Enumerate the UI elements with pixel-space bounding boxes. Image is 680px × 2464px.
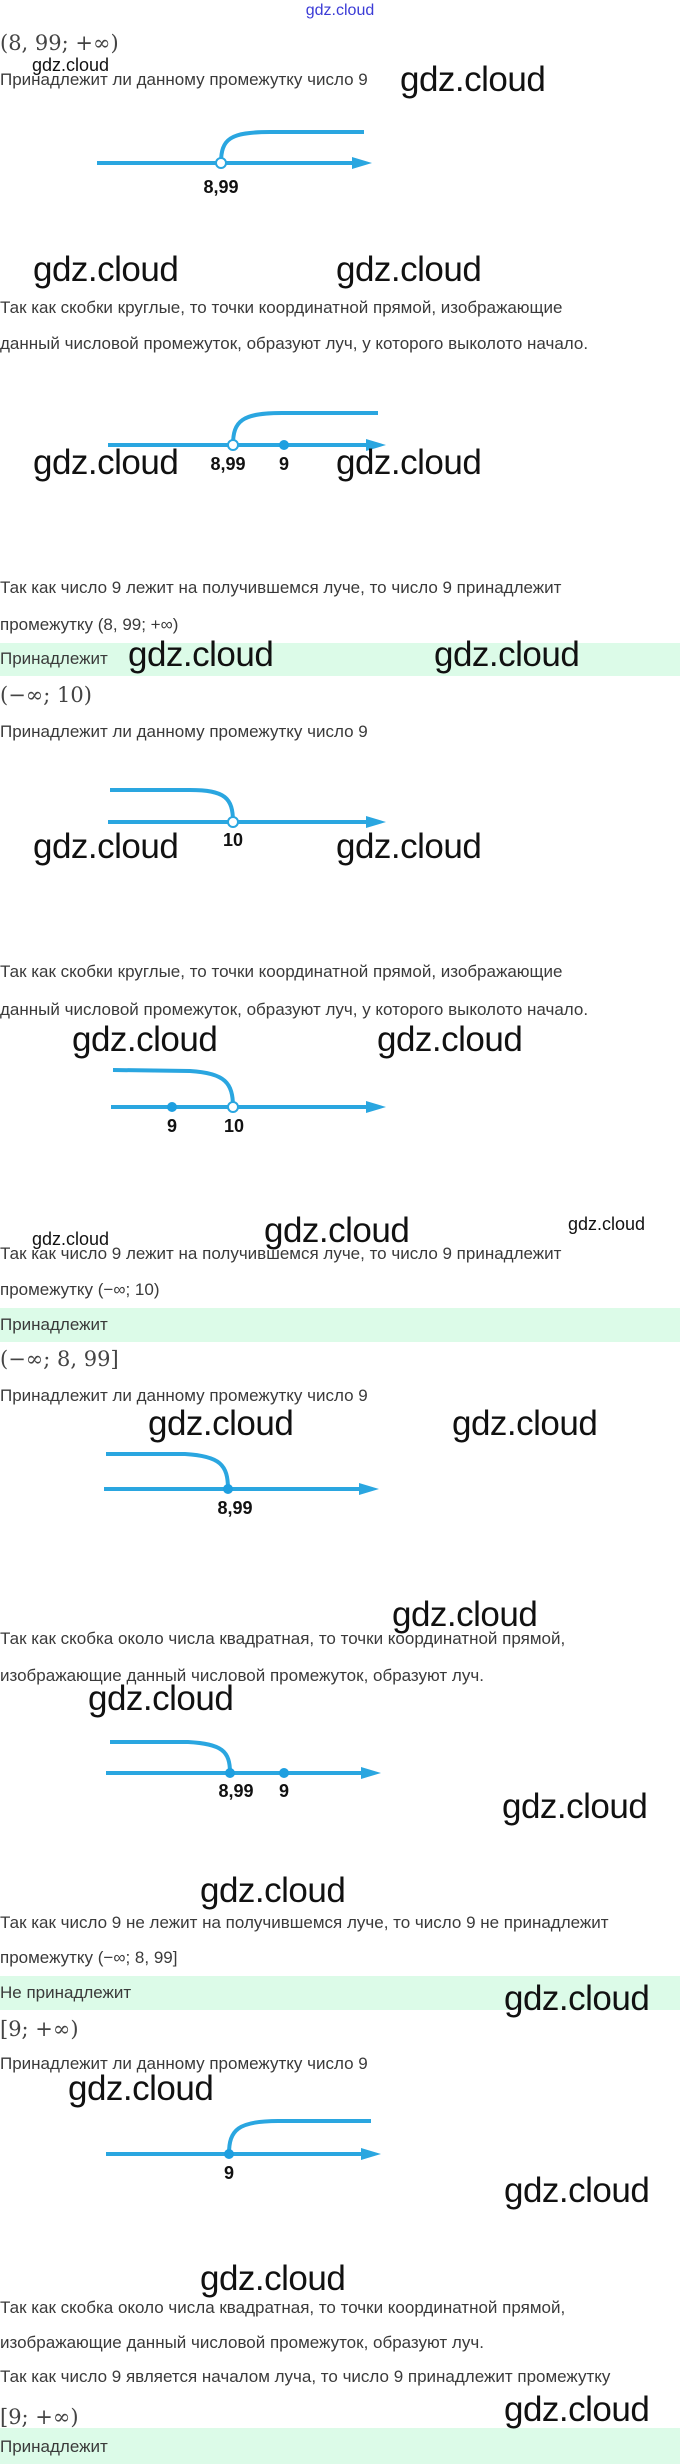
answer-3: Не принадлежит	[0, 1976, 680, 2010]
watermark: gdz.cloud	[200, 1871, 346, 1910]
explanation-4-line-1: Так как скобка около числа квадратная, т…	[0, 2298, 566, 2317]
number-line-3b: 8,99 9	[106, 1740, 381, 1801]
watermark: gdz.cloud	[504, 2390, 650, 2429]
conclusion-1-line-2: промежутку (8, 99; +∞)	[0, 615, 179, 634]
point-label: 8,99	[203, 177, 238, 197]
number-line-4a: 9	[106, 2119, 381, 2183]
number-line-2a: 10	[108, 788, 386, 850]
number-line-1a: 8,99	[97, 130, 372, 197]
watermark: gdz.cloud	[434, 635, 580, 674]
open-point	[215, 157, 227, 169]
watermark: gdz.cloud	[32, 55, 110, 75]
question-2: Принадлежит ли данному промежутку число …	[0, 722, 368, 741]
point-label: 9	[224, 2163, 234, 2183]
filled-point	[225, 1768, 235, 1778]
watermark: gdz.cloud	[452, 1404, 598, 1443]
point-label: 9	[279, 1781, 289, 1801]
watermark: gdz.cloud	[504, 2171, 650, 2210]
open-point	[227, 439, 239, 451]
interval-4: [9; +∞)	[0, 2017, 79, 2041]
watermark: gdz.cloud	[264, 1211, 410, 1250]
explanation-3-line-1: Так как скобка около числа квадратная, т…	[0, 1629, 566, 1648]
filled-point	[224, 2149, 234, 2159]
site-header-link[interactable]: gdz.cloud	[305, 2, 375, 19]
watermark: gdz.cloud	[568, 1214, 646, 1234]
watermark: gdz.cloud	[200, 2259, 346, 2298]
conclusion-1-line-1: Так как число 9 лежит на получившемся лу…	[0, 578, 562, 597]
watermark: gdz.cloud	[68, 2069, 214, 2108]
explanation-1-line-1: Так как скобки круглые, то точки координ…	[0, 298, 563, 317]
watermark: gdz.cloud	[33, 827, 179, 866]
answer-3-text: Не принадлежит	[0, 1983, 132, 2002]
watermark: gdz.cloud	[88, 1679, 234, 1718]
open-point	[227, 816, 239, 828]
number-line-1b: 8,99 9	[108, 411, 386, 474]
answer-2: Принадлежит	[0, 1308, 680, 1342]
answer-1-text: Принадлежит	[0, 649, 108, 668]
explanation-2-line-2: данный числовой промежуток, образуют луч…	[0, 1000, 589, 1019]
answer-2-text: Принадлежит	[0, 1315, 108, 1334]
number-line-3a: 8,99	[104, 1452, 379, 1518]
watermark: gdz.cloud	[336, 250, 482, 289]
point-label: 8,99	[218, 1781, 253, 1801]
watermark: gdz.cloud	[128, 635, 274, 674]
interval-1: (8, 99; +∞)	[0, 31, 119, 55]
watermark: gdz.cloud	[377, 1020, 523, 1059]
watermark: gdz.cloud	[400, 60, 546, 99]
filled-point	[279, 440, 289, 450]
filled-point	[223, 1484, 233, 1494]
question-3: Принадлежит ли данному промежутку число …	[0, 1386, 368, 1405]
point-label: 9	[279, 454, 289, 474]
answer-4-text: Принадлежит	[0, 2437, 108, 2456]
question-4: Принадлежит ли данному промежутку число …	[0, 2054, 368, 2073]
conclusion-4-line-1: Так как число 9 является началом луча, т…	[0, 2367, 611, 2386]
filled-point	[167, 1102, 177, 1112]
point-label: 8,99	[217, 1498, 252, 1518]
watermark: gdz.cloud	[33, 250, 179, 289]
watermark: gdz.cloud	[392, 1595, 538, 1634]
explanation-1-line-2: данный числовой промежуток, образуют луч…	[0, 334, 589, 353]
watermark: gdz.cloud	[336, 443, 482, 482]
answer-4: Принадлежит	[0, 2428, 680, 2464]
conclusion-4-line-2: [9; +∞)	[0, 2405, 79, 2429]
watermark: gdz.cloud	[148, 1404, 294, 1443]
answer-1: Принадлежит	[0, 643, 680, 676]
open-point	[227, 1101, 239, 1113]
filled-point	[279, 1768, 289, 1778]
watermark: gdz.cloud	[72, 1020, 218, 1059]
point-label: 10	[223, 830, 243, 850]
explanation-4-line-2: изображающие данный числовой промежуток,…	[0, 2333, 484, 2352]
explanation-2-line-1: Так как скобки круглые, то точки координ…	[0, 962, 563, 981]
interval-2: (−∞; 10)	[0, 683, 92, 707]
watermark: gdz.cloud	[33, 443, 179, 482]
watermark: gdz.cloud	[32, 1229, 110, 1249]
conclusion-2-line-1: Так как число 9 лежит на получившемся лу…	[0, 1244, 562, 1263]
point-label: 10	[224, 1116, 244, 1136]
number-line-2b: 9 10	[111, 1068, 386, 1136]
conclusion-3-line-2: промежутку (−∞; 8, 99]	[0, 1948, 178, 1967]
conclusion-3-line-1: Так как число 9 не лежит на получившемся…	[0, 1913, 609, 1932]
watermark: gdz.cloud	[504, 1979, 650, 2018]
interval-3: (−∞; 8, 99]	[0, 1347, 119, 1371]
watermark: gdz.cloud	[336, 827, 482, 866]
watermark: gdz.cloud	[502, 1787, 648, 1826]
conclusion-2-line-2: промежутку (−∞; 10)	[0, 1280, 160, 1299]
question-1: Принадлежит ли данному промежутку число …	[0, 70, 368, 89]
point-label: 9	[167, 1116, 177, 1136]
explanation-3-line-2: изображающие данный числовой промежуток,…	[0, 1666, 484, 1685]
point-label: 8,99	[210, 454, 245, 474]
